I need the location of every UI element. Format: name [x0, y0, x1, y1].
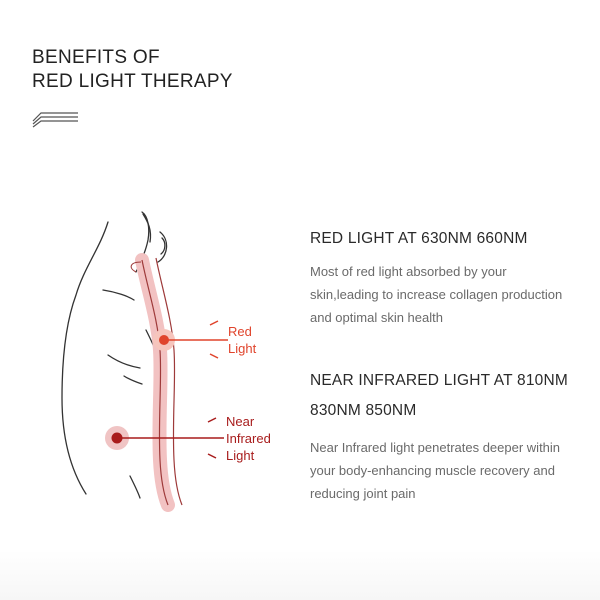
bottom-fade — [0, 550, 600, 600]
red-light-section: RED LIGHT AT 630NM 660NM Most of red lig… — [310, 228, 570, 329]
body-diagram: Red Light Near Infrared Light — [61, 211, 271, 512]
near-infrared-marker — [105, 417, 224, 459]
near-infrared-section: NEAR INFRARED LIGHT AT 810NM 830NM 850NM… — [310, 366, 585, 505]
nir-label-3: Light — [226, 448, 255, 463]
red-light-label-2: Light — [228, 341, 257, 356]
near-infrared-description: Near Infrared light penetrates deeper wi… — [310, 440, 561, 501]
red-light-marker — [153, 320, 228, 359]
title-line-1: BENEFITS OF — [32, 47, 160, 68]
red-light-label-1: Red — [228, 324, 252, 339]
decorative-lines-icon — [32, 112, 78, 128]
near-infrared-heading: NEAR INFRARED LIGHT AT 810NM 830NM 850NM — [310, 372, 568, 419]
red-light-heading: RED LIGHT AT 630NM 660NM — [310, 230, 528, 247]
nir-label-2: Infrared — [226, 431, 271, 446]
red-light-description: Most of red light absorbed by your skin,… — [310, 264, 563, 325]
page-title: BENEFITS OF RED LIGHT THERAPY — [32, 46, 233, 94]
nir-label-1: Near — [226, 414, 255, 429]
torso-outline — [61, 211, 168, 499]
title-line-2: RED LIGHT THERAPY — [32, 71, 233, 92]
tissue-band — [130, 253, 183, 512]
